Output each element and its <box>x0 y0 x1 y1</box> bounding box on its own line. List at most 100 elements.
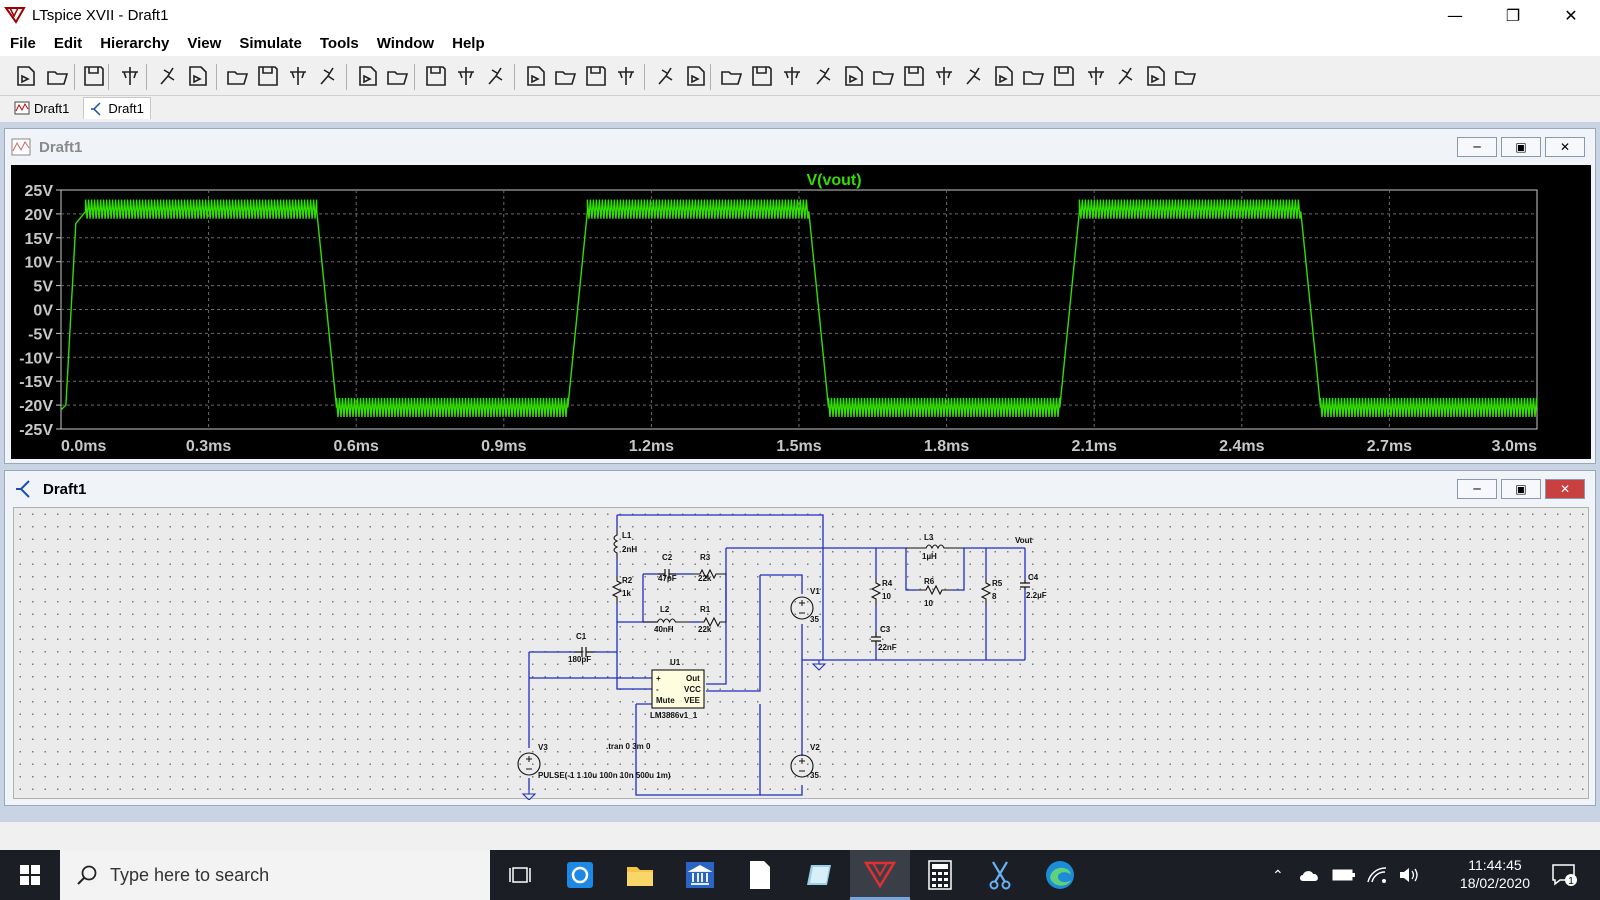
child-maximize-button[interactable]: ▣ <box>1501 137 1541 157</box>
cloud-icon[interactable] <box>1298 867 1322 883</box>
edge-browser-icon <box>1046 861 1074 889</box>
zoom-fit-button[interactable] <box>316 64 340 88</box>
child-close-button[interactable]: ✕ <box>1545 137 1585 157</box>
find-button[interactable] <box>614 64 638 88</box>
menu-help[interactable]: Help <box>452 34 485 52</box>
close-button[interactable]: ✕ <box>1564 5 1578 25</box>
inductor-L3 <box>906 544 964 550</box>
capacitor-button[interactable] <box>842 64 866 88</box>
zoom-pan-icon <box>258 66 278 86</box>
label-pinout: Out <box>686 674 700 683</box>
wifi-icon[interactable] <box>1366 866 1388 884</box>
taskbar-app-sync[interactable] <box>550 850 610 900</box>
y-tick-label: 20V <box>25 207 54 224</box>
diode-button[interactable] <box>902 64 926 88</box>
tray-expand-icon[interactable]: ⌃ <box>1272 866 1284 883</box>
y-tick-label: 10V <box>25 255 54 272</box>
text-button[interactable] <box>1144 64 1168 88</box>
halt-button[interactable] <box>186 64 210 88</box>
run-icon <box>160 67 175 85</box>
start-button[interactable] <box>0 850 60 900</box>
new-schematic-button[interactable] <box>14 64 38 88</box>
copy-button[interactable] <box>554 64 578 88</box>
menu-hierarchy[interactable]: Hierarchy <box>100 34 170 52</box>
menu-tools[interactable]: Tools <box>319 34 359 52</box>
zoom-back-button[interactable] <box>386 64 410 88</box>
cascade-button[interactable] <box>484 64 508 88</box>
resistor-button[interactable] <box>812 64 836 88</box>
print-setup-button[interactable] <box>654 64 678 88</box>
zoom-in-button[interactable] <box>226 64 250 88</box>
label-C3: C3 <box>880 625 891 634</box>
taskbar-app-edge[interactable] <box>1030 850 1090 900</box>
taskbar-app-snipping[interactable] <box>970 850 1030 900</box>
save-button[interactable] <box>82 64 106 88</box>
taskbar-clock[interactable]: 11:44:45 18/02/2020 <box>1460 856 1530 892</box>
label-pinminus: - <box>656 685 659 694</box>
battery-icon[interactable] <box>1332 868 1356 882</box>
drag-icon <box>995 66 1013 86</box>
child-minimize-button[interactable]: ─ <box>1457 137 1497 157</box>
autoscale-button[interactable] <box>356 64 380 88</box>
label-L3v: 1µH <box>922 552 937 561</box>
label-net-button[interactable] <box>780 64 804 88</box>
minimize-button[interactable]: — <box>1447 5 1463 25</box>
wire <box>905 548 918 591</box>
move-button[interactable] <box>962 64 986 88</box>
taskbar-search-box[interactable]: Type here to search <box>60 850 490 900</box>
wire <box>760 785 803 796</box>
child-minimize-button[interactable]: ─ <box>1457 479 1497 499</box>
taskbar-app-explorer[interactable] <box>610 850 670 900</box>
child-maximize-button[interactable]: ▣ <box>1501 479 1541 499</box>
zoom-pan-button[interactable] <box>256 64 280 88</box>
undo-button[interactable] <box>1022 64 1046 88</box>
tab-schematic[interactable]: Draft1 <box>83 97 151 119</box>
menu-view[interactable]: View <box>187 34 222 52</box>
notification-center-button[interactable]: 1 <box>1540 850 1590 900</box>
waveform-icon <box>11 138 31 156</box>
zoom-out-button[interactable] <box>286 64 310 88</box>
paste-button[interactable] <box>584 64 608 88</box>
cut-button[interactable] <box>524 64 548 88</box>
drag-button[interactable] <box>992 64 1016 88</box>
taskbar-app-bank[interactable] <box>670 850 730 900</box>
spice-directive-button[interactable] <box>1174 64 1198 88</box>
tile-vertical-button[interactable] <box>454 64 478 88</box>
inductor-icon <box>873 71 895 85</box>
child-close-button[interactable]: ✕ <box>1545 479 1585 499</box>
label-U1part: LM3886v1_1 <box>650 711 698 720</box>
control-panel-button[interactable] <box>118 64 142 88</box>
run-button[interactable] <box>156 64 180 88</box>
task-view-button[interactable] <box>490 850 550 900</box>
calculator-icon <box>928 860 952 890</box>
menu-window[interactable]: Window <box>376 34 435 52</box>
redo-button[interactable] <box>1052 64 1076 88</box>
taskbar-app-document[interactable] <box>730 850 790 900</box>
open-button[interactable] <box>46 64 70 88</box>
wire <box>760 574 803 594</box>
draw-wire-button[interactable] <box>720 64 744 88</box>
ground-button[interactable] <box>750 64 774 88</box>
taskbar-app-ltspice[interactable] <box>850 850 910 900</box>
menu-edit[interactable]: Edit <box>53 34 83 52</box>
component-button[interactable] <box>932 64 956 88</box>
menu-file[interactable]: File <box>10 34 36 52</box>
volume-icon[interactable] <box>1398 866 1422 884</box>
mirror-button[interactable] <box>1114 64 1138 88</box>
tile-horizontal-button[interactable] <box>424 64 448 88</box>
tab-waveform[interactable]: Draft1 <box>8 97 75 119</box>
taskbar-app-notes[interactable] <box>790 850 850 900</box>
inductor-button[interactable] <box>872 64 896 88</box>
rotate-button[interactable] <box>1084 64 1108 88</box>
restore-button[interactable]: ❐ <box>1505 5 1521 25</box>
menu-simulate[interactable]: Simulate <box>239 34 302 52</box>
label-R3: R3 <box>700 553 711 562</box>
taskbar-app-calculator[interactable] <box>910 850 970 900</box>
ground-symbol <box>521 790 537 801</box>
title-bar: LTspice XVII - Draft1 — ❐ ✕ <box>0 0 1600 30</box>
print-button[interactable] <box>684 64 708 88</box>
label-V3v: PULSE(-1 1 10u 100n 10n 500u 1m) <box>538 771 671 780</box>
